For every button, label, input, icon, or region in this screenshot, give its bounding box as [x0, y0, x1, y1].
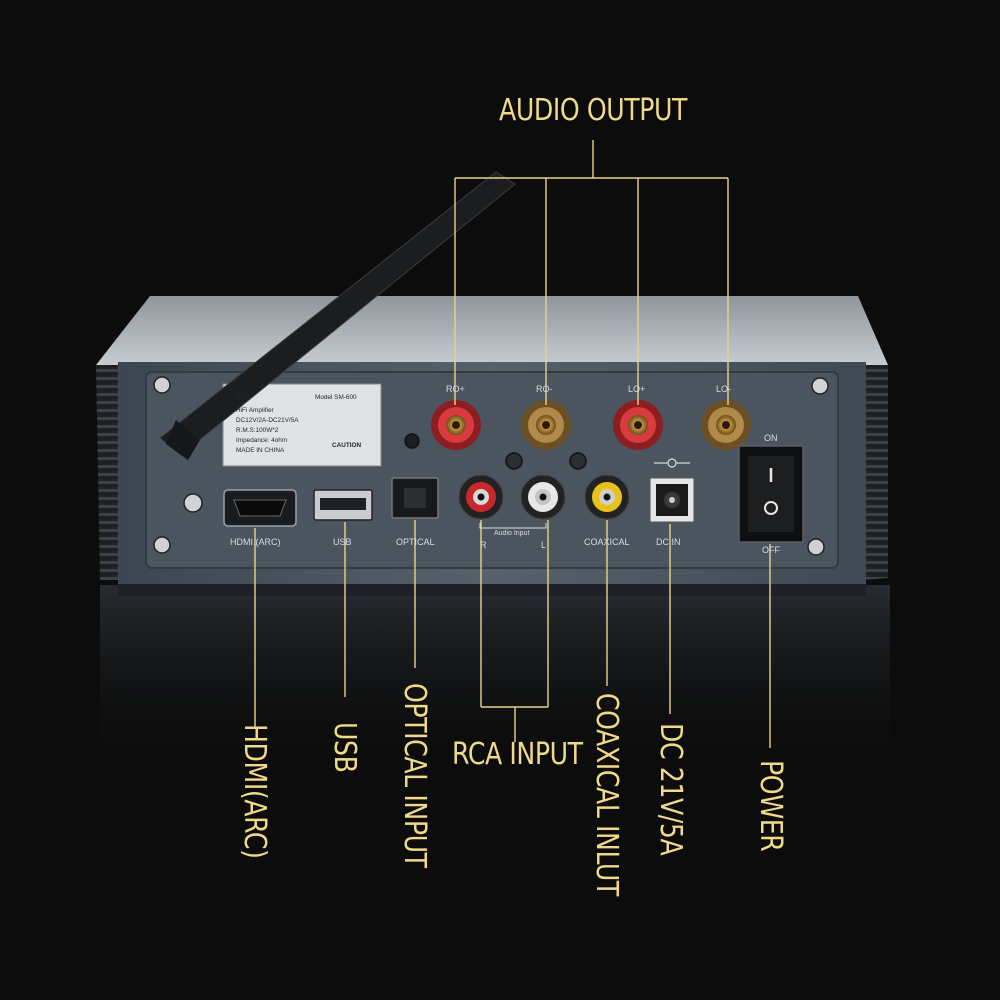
- panel-label-ro-plus: RO+: [446, 384, 465, 394]
- device-top: [96, 296, 888, 365]
- speaker-terminal-lo-plus[interactable]: [613, 400, 663, 450]
- left-vents: [96, 365, 122, 580]
- panel-label-off: OFF: [762, 545, 780, 555]
- label-caution: CAUTION: [332, 442, 362, 449]
- label-line-2: DC12V/2A-DC21V/5A: [236, 417, 299, 424]
- panel-label-dc-in: DC IN: [656, 537, 681, 547]
- base-strip: [118, 584, 866, 596]
- rca-input-left[interactable]: [520, 474, 566, 520]
- label-brand: NIC: [237, 392, 251, 401]
- panel-label-optical: OPTICAL: [396, 537, 435, 547]
- usb-port[interactable]: [313, 489, 373, 521]
- optical-port[interactable]: [391, 477, 439, 519]
- panel-label-l: L: [541, 540, 547, 550]
- speaker-terminal-ro-minus[interactable]: [521, 400, 571, 450]
- coaxial-port[interactable]: [584, 474, 630, 520]
- panel-label-r: R: [480, 540, 487, 550]
- right-vents: [862, 365, 888, 580]
- dc-in-port[interactable]: [649, 477, 695, 523]
- power-switch[interactable]: [738, 445, 804, 543]
- callout-hdmi: HDMI(ARC): [237, 724, 272, 859]
- panel-label-audio-input: Audio Input: [494, 530, 530, 537]
- antenna: [159, 171, 516, 460]
- callout-optical: OPTICAL INPUT: [397, 683, 432, 868]
- label-line-3: R.M.S:100W*2: [236, 427, 279, 434]
- callout-audio-output: AUDIO OUTPUT: [499, 93, 688, 128]
- panel-label-on: ON: [764, 433, 778, 443]
- reflection: [100, 585, 890, 775]
- panel-label-usb: USB: [333, 537, 352, 547]
- hdmi-port[interactable]: [223, 489, 297, 527]
- callout-power: POWER: [753, 760, 788, 852]
- rca-input-right[interactable]: [458, 474, 504, 520]
- panel-label-hdmi: HDMI (ARC): [230, 537, 281, 547]
- panel-label-coaxial: COAXICAL: [584, 537, 630, 547]
- speaker-terminal-lo-minus[interactable]: [701, 400, 751, 450]
- audio-input-bracket: [479, 523, 547, 529]
- label-line-4: Impedance: 4ohm: [236, 437, 288, 444]
- label-model: Model SM-600: [315, 394, 357, 401]
- label-line-5: MADE IN CHINA: [236, 447, 285, 454]
- panel-label-lo-minus: LO-: [716, 384, 732, 394]
- callout-coaxial: COAXICAL INLUT: [589, 693, 624, 896]
- callout-rca-input: RCA INPUT: [452, 737, 583, 772]
- dc-polarity-icon: [654, 458, 690, 468]
- label-line-1: HiFi Amplifier: [236, 407, 274, 414]
- speaker-terminal-ro-plus[interactable]: [431, 400, 481, 450]
- screw-icon: [153, 376, 829, 556]
- callout-usb: USB: [327, 722, 362, 773]
- panel-label-ro-minus: RO-: [536, 384, 553, 394]
- panel-label-lo-plus: LO+: [628, 384, 646, 394]
- callout-lines: [254, 140, 771, 748]
- callout-dc: DC 21V/5A: [653, 723, 688, 856]
